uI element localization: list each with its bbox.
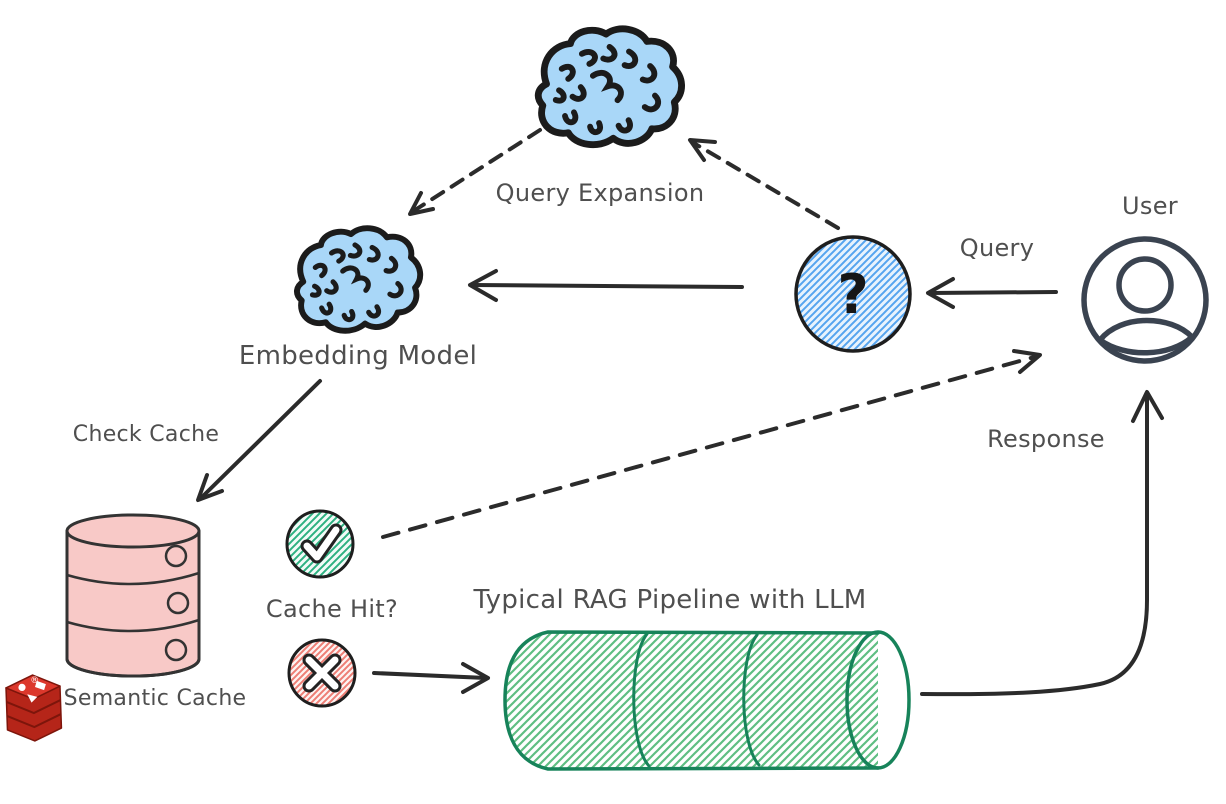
pipeline-label: Typical RAG Pipeline with LLM (473, 585, 867, 615)
svg-text:®: ® (30, 676, 39, 686)
semantic-cache-label: Semantic Cache (64, 686, 247, 711)
question-mark: ? (837, 263, 868, 326)
database-icon (65, 513, 201, 678)
check-cache-label: Check Cache (73, 422, 219, 447)
user-label: User (1122, 192, 1178, 220)
expansion-result-arrow (408, 128, 542, 216)
cache-hit-label: Cache Hit? (266, 595, 398, 623)
query-arrow (926, 277, 1058, 309)
response-arrow (920, 390, 1164, 697)
cross-circle-icon (287, 638, 357, 708)
query-edge-label: Query (960, 234, 1034, 262)
embedding-model-brain-icon (294, 226, 423, 334)
cache-miss-arrow (372, 662, 490, 694)
question-circle-icon: ? (794, 235, 912, 353)
check-cache-arrow (196, 379, 322, 502)
cache-hit-response-arrow (381, 349, 1042, 539)
pipeline-cylinder-icon (503, 630, 911, 771)
user-icon (1081, 236, 1209, 364)
check-circle-icon (285, 509, 355, 579)
expansion-request-arrow (688, 138, 840, 230)
embedding-model-label: Embedding Model (239, 341, 477, 371)
query-expansion-brain-icon (537, 26, 684, 148)
to-embedding-arrow (468, 269, 744, 302)
response-label: Response (987, 425, 1105, 453)
redis-logo-icon: ® (5, 674, 63, 742)
query-expansion-label: Query Expansion (496, 179, 705, 207)
